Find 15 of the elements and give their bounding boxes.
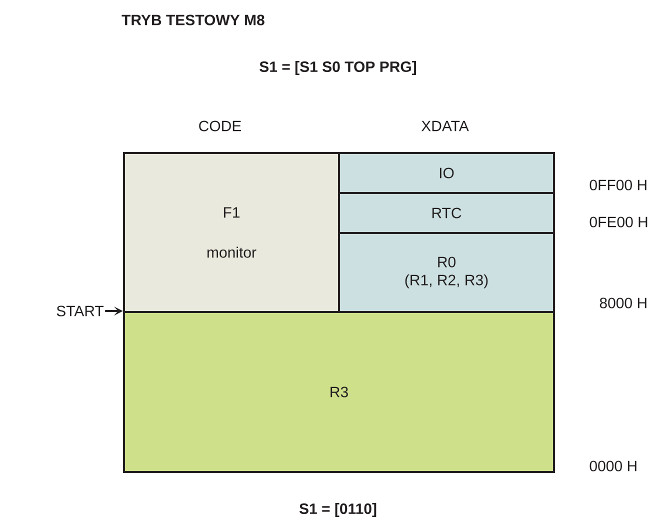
formula-label: S1 = [0110] <box>299 503 376 517</box>
memory-block: IO <box>338 152 555 194</box>
memory-block: RTC <box>338 192 555 234</box>
address-label: 0FE00 H <box>590 216 648 228</box>
memory-block: R3 <box>123 311 555 473</box>
column-heading: CODE <box>199 120 242 132</box>
address-label: 0000 H <box>590 460 636 472</box>
address-label: 0FF00 H <box>590 180 646 190</box>
column-heading: XDATA <box>421 120 469 132</box>
memory-block: R0 (R1, R2, R3) <box>338 232 555 313</box>
memory-block: F1 monitor <box>123 152 340 313</box>
formula-label: S1 = [S1 S0 TOP PRG] <box>260 61 416 75</box>
address-label: 8000 H <box>600 298 646 308</box>
start-label: START <box>56 306 104 316</box>
title: TRYB TESTOWY M8 <box>122 14 264 26</box>
